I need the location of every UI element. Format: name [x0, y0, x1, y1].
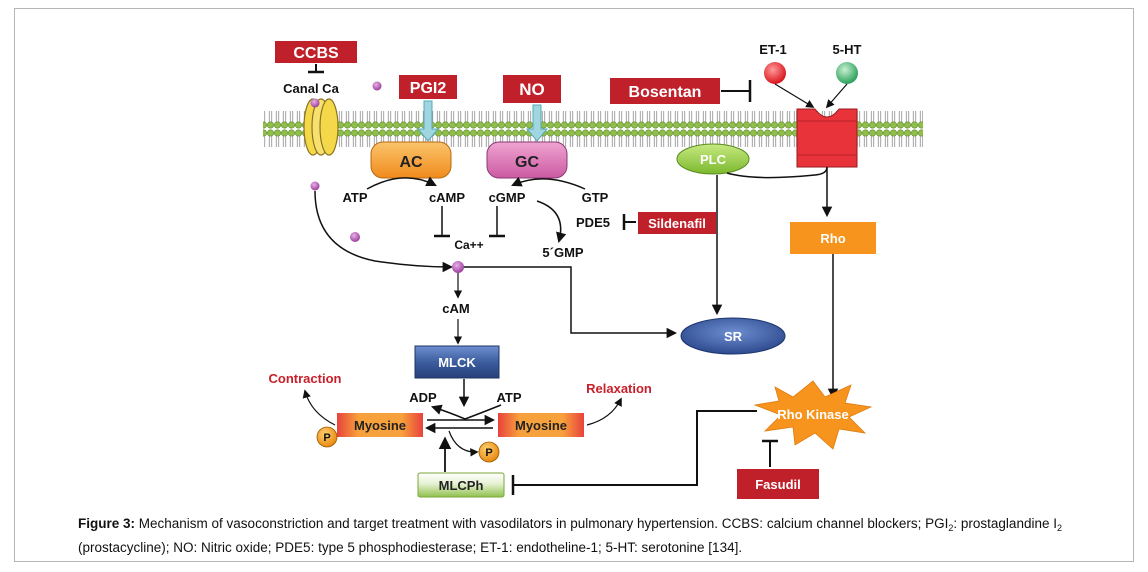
rho-kinase-label: Rho Kinase [777, 407, 849, 422]
pde5-label: PDE5 [576, 215, 610, 230]
pgi2-box [397, 73, 459, 101]
canal-ca-label: Canal Ca [283, 81, 339, 96]
calcium-channel [303, 98, 339, 156]
phosphate-left [316, 426, 338, 448]
calcium-ion-dot [310, 98, 320, 108]
camp-label: cAMP [429, 190, 465, 205]
atp-left-label: ATP [342, 190, 367, 205]
calcium-ion-dot [372, 81, 382, 91]
calcium-ion-dot [310, 181, 320, 191]
caption-text-1: Mechanism of vasoconstriction and target… [135, 516, 949, 531]
no-arrow [525, 104, 549, 142]
cam-label: cAM [442, 301, 469, 316]
caption-sub-2: 2 [1056, 523, 1062, 533]
pathway-diagram: CCBS Canal Ca PGI2 NO AC GC Bosentan ET-… [263, 39, 923, 501]
pgi2-label: PGI2 [410, 80, 447, 97]
sr-organelle [680, 317, 786, 355]
fasudil-box [735, 467, 821, 501]
mlck-label: MLCK [438, 355, 476, 370]
ca-plus-label: Ca++ [454, 238, 483, 252]
myosine-right-box [498, 413, 584, 437]
ccbs-label: CCBS [293, 45, 339, 62]
mlck-box [414, 345, 500, 379]
gmp5-label: 5´GMP [542, 245, 584, 260]
plc-enzyme [676, 143, 750, 175]
no-label: NO [519, 80, 545, 99]
cgmp-label: cGMP [489, 190, 526, 205]
caption-sub-1: 2 [948, 523, 954, 533]
ht5-ligand [836, 62, 858, 84]
caption-text-2: : prostaglandine I [953, 516, 1057, 531]
contraction-label: Contraction [269, 371, 342, 386]
fasudil-label: Fasudil [755, 477, 801, 492]
pgi2-arrow [416, 100, 440, 142]
ac-label: AC [399, 154, 423, 171]
calcium-ion-dot [350, 232, 360, 242]
et1-label: ET-1 [759, 42, 786, 57]
sr-label: SR [724, 329, 743, 344]
et1-ligand [764, 62, 786, 84]
relaxation-label: Relaxation [586, 381, 652, 396]
sildenafil-label: Sildenafil [648, 216, 706, 231]
rho-box [790, 222, 876, 254]
myosine-left-box [337, 413, 423, 437]
bosentan-box [608, 76, 722, 106]
atp-right-label: ATP [496, 390, 521, 405]
phosphate-right [478, 441, 500, 463]
plc-label: PLC [700, 152, 727, 167]
et1-5ht-receptor [796, 108, 858, 168]
figure-frame: CCBS Canal Ca PGI2 NO AC GC Bosentan ET-… [14, 8, 1134, 562]
mlcph-label: MLCPh [439, 478, 484, 493]
adp-label: ADP [409, 390, 437, 405]
rho-kinase-star [753, 380, 873, 450]
p-left-label: P [323, 432, 330, 444]
gc-enzyme [486, 141, 568, 179]
p-right-label: P [485, 447, 492, 459]
caption-figure-label: Figure 3: [78, 516, 136, 531]
myosine-right-label: Myosine [515, 418, 567, 433]
calcium-ion-dot [452, 261, 464, 273]
figure-caption: Figure 3: Mechanism of vasoconstriction … [78, 514, 1118, 557]
caption-text-3: (prostacycline); NO: Nitric oxide; PDE5:… [78, 540, 743, 555]
myosine-left-label: Myosine [354, 418, 406, 433]
mlcph-box [417, 472, 505, 498]
ht5-label: 5-HT [833, 42, 862, 57]
gtp-label: GTP [582, 190, 609, 205]
ccbs-box [273, 39, 359, 65]
gc-label: GC [515, 154, 539, 171]
sildenafil-box [636, 210, 718, 236]
rho-label: Rho [820, 231, 845, 246]
no-box [501, 73, 563, 105]
bosentan-label: Bosentan [629, 84, 702, 101]
